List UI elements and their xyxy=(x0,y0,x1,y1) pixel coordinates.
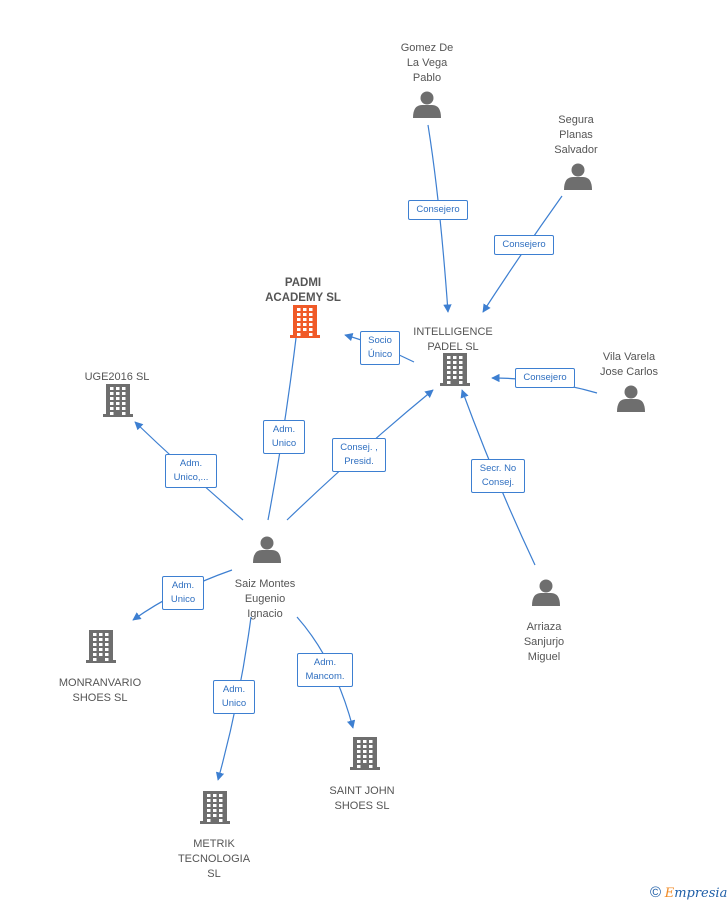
main-company-building-icon[interactable] xyxy=(290,305,320,338)
node-label-line: Miguel xyxy=(527,651,561,663)
person-icon[interactable] xyxy=(413,91,441,119)
edge-label-line: Consejero xyxy=(523,372,567,383)
edge-label-line: Consejero xyxy=(416,204,460,215)
copyright-footer: © Empresia xyxy=(650,884,727,901)
edge-label-saiz-uge[interactable]: Adm. Unico,... xyxy=(165,454,217,488)
node-label-line: SHOES SL xyxy=(334,800,390,812)
node-label-line: Pablo xyxy=(412,72,442,84)
edge-label-line: Socio xyxy=(368,335,392,346)
edge-label-segura-intel[interactable]: Consejero xyxy=(494,235,554,255)
edge-label-line: Presid. xyxy=(344,456,374,467)
building-icon[interactable] xyxy=(103,384,133,417)
node-label-line: Jose Carlos xyxy=(599,366,659,378)
node-label-line: Vila Varela xyxy=(602,351,656,363)
node-label-saintjohn[interactable]: SAINT JOHN SHOES SL xyxy=(302,784,422,814)
edge-label-line: Unico xyxy=(221,698,247,709)
node-label-line: SAINT JOHN xyxy=(329,785,395,797)
edge-label-line: Adm. xyxy=(272,424,296,435)
edge-label-arriaza-intel[interactable]: Secr. No Consej. xyxy=(471,459,525,493)
node-label-line: METRIK xyxy=(193,838,235,850)
node-label-padmi[interactable]: PADMI ACADEMY SL xyxy=(243,276,363,306)
node-label-line: Ignacio xyxy=(247,608,283,620)
node-label-uge[interactable]: UGE2016 SL xyxy=(57,370,177,385)
node-label-line: Gomez De xyxy=(400,42,454,54)
edge-label-line: Consejero xyxy=(502,239,546,250)
edge-label-line: Unico xyxy=(170,594,196,605)
edge-label-saiz-metrik[interactable]: Adm. Unico xyxy=(213,680,255,714)
node-label-line: MONRANVARIO xyxy=(58,677,142,689)
node-label-line: Sanjurjo xyxy=(523,636,565,648)
edge-label-gomez-intel[interactable]: Consejero xyxy=(408,200,468,220)
node-label-line: La Vega xyxy=(406,57,448,69)
building-icon[interactable] xyxy=(350,737,380,770)
person-icon[interactable] xyxy=(532,579,560,607)
building-icon[interactable] xyxy=(440,353,470,386)
node-label-monranvario[interactable]: MONRANVARIO SHOES SL xyxy=(40,676,160,706)
node-label-line: PADMI xyxy=(284,277,322,289)
edge-label-line: Consej. xyxy=(481,477,515,488)
empresia-logo: Empresia xyxy=(664,886,728,901)
node-label-intelligence[interactable]: INTELLIGENCE PADEL SL xyxy=(393,325,513,355)
node-label-line: PADEL SL xyxy=(427,341,479,353)
node-label-line: SL xyxy=(207,868,221,880)
building-icon[interactable] xyxy=(86,630,116,663)
node-label-line: Salvador xyxy=(554,144,598,156)
copyright-icon: © xyxy=(650,884,662,901)
node-label-line: Arriaza xyxy=(526,621,562,633)
edge-label-line: Adm. xyxy=(222,684,246,695)
person-icon[interactable] xyxy=(564,163,592,191)
edge-label-line: Consej. , xyxy=(340,442,378,453)
node-label-line: SHOES SL xyxy=(72,692,128,704)
edge-label-saiz-padmi[interactable]: Adm. Unico xyxy=(263,420,305,454)
edge-label-line: Único xyxy=(367,349,393,360)
edge-label-saiz-intel[interactable]: Consej. , Presid. xyxy=(332,438,386,472)
edge-label-line: Adm. xyxy=(179,458,203,469)
edge-label-line: Unico,... xyxy=(173,472,209,483)
node-label-line: Saiz Montes xyxy=(234,578,296,590)
node-label-line: TECNOLOGIA xyxy=(177,853,251,865)
edge-label-line: Unico xyxy=(271,438,297,449)
edge-label-line: Adm. xyxy=(171,580,195,591)
edge-label-line: Mancom. xyxy=(305,671,345,682)
edge-label-line: Adm. xyxy=(313,657,337,668)
person-icon[interactable] xyxy=(617,385,645,413)
edge-label-saiz-monran[interactable]: Adm. Unico xyxy=(162,576,204,610)
person-icon[interactable] xyxy=(253,536,281,564)
edge-label-vila-intel[interactable]: Consejero xyxy=(515,368,575,388)
edge-label-saiz-saintjohn[interactable]: Adm. Mancom. xyxy=(297,653,353,687)
node-label-metrik[interactable]: METRIK TECNOLOGIA SL xyxy=(154,837,274,882)
building-icon[interactable] xyxy=(200,791,230,824)
node-label-line: ACADEMY SL xyxy=(265,292,341,304)
node-label-line: Segura xyxy=(558,114,594,126)
node-label-line: Planas xyxy=(559,129,593,141)
node-label-line: INTELLIGENCE xyxy=(413,326,493,338)
edge-label-line: Secr. No xyxy=(479,463,517,474)
node-label-line: UGE2016 SL xyxy=(84,371,150,383)
node-label-line: Eugenio xyxy=(244,593,286,605)
